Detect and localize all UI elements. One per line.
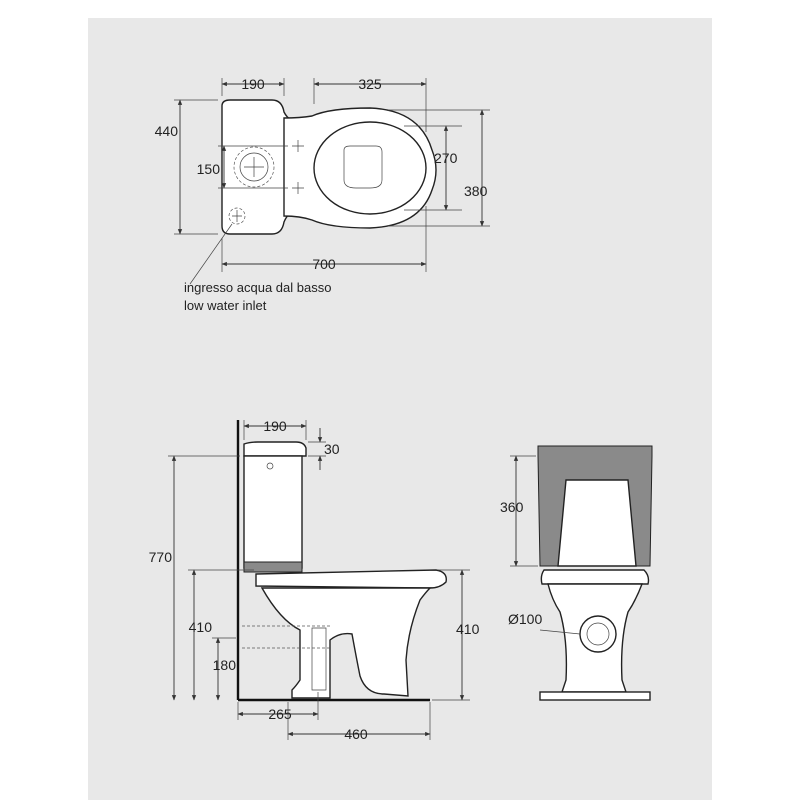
top-view-bowl-opening [343, 145, 383, 189]
top-view: 190 325 440 150 270 380 700 ingresso acq… [155, 76, 490, 313]
dim-top-tank-width: 190 [241, 76, 265, 92]
dim-side-total-height: 770 [149, 549, 173, 565]
dim-side-outlet-offset: 265 [268, 706, 292, 722]
side-view: 190 30 770 410 180 265 460 410 [149, 418, 480, 742]
front-view-tank-front-panel [557, 479, 637, 567]
top-view-flush-valve [239, 152, 269, 182]
top-view-fixing-hole-top [292, 140, 304, 152]
side-view-seat [255, 569, 447, 589]
dim-side-seat-height-right: 410 [456, 621, 480, 637]
side-view-tank-lid [243, 441, 307, 457]
front-view-base [539, 691, 651, 701]
side-view-tank [243, 455, 303, 569]
dim-top-overall-length: 700 [312, 256, 336, 272]
note-italian: ingresso acqua dal basso [184, 280, 331, 295]
top-view-seat [313, 121, 427, 215]
dim-front-tank-height: 360 [500, 499, 524, 515]
dim-side-seat-height: 410 [189, 619, 213, 635]
side-view-trap [311, 627, 327, 691]
dim-side-depth: 460 [344, 726, 368, 742]
dim-top-seat-depth: 270 [434, 150, 458, 166]
dim-side-lid-height: 30 [324, 441, 340, 457]
top-view-water-inlet [232, 210, 242, 222]
dim-side-tank-width: 190 [263, 418, 287, 434]
dim-top-overall-depth: 440 [155, 123, 179, 139]
front-view: 360 Ø100 [500, 445, 653, 701]
dim-top-bowl-depth: 380 [464, 183, 488, 199]
top-view-fixing-hole-bottom [292, 182, 304, 194]
front-view-seat [540, 569, 650, 585]
front-view-outlet [579, 615, 617, 653]
side-view-bowl [260, 587, 432, 699]
dim-side-outlet-height: 180 [213, 657, 237, 673]
dim-top-hole-spacing: 150 [197, 161, 221, 177]
note-english: low water inlet [184, 298, 267, 313]
dim-front-outlet-diameter: Ø100 [508, 611, 542, 627]
dim-top-bowl-width: 325 [358, 76, 382, 92]
